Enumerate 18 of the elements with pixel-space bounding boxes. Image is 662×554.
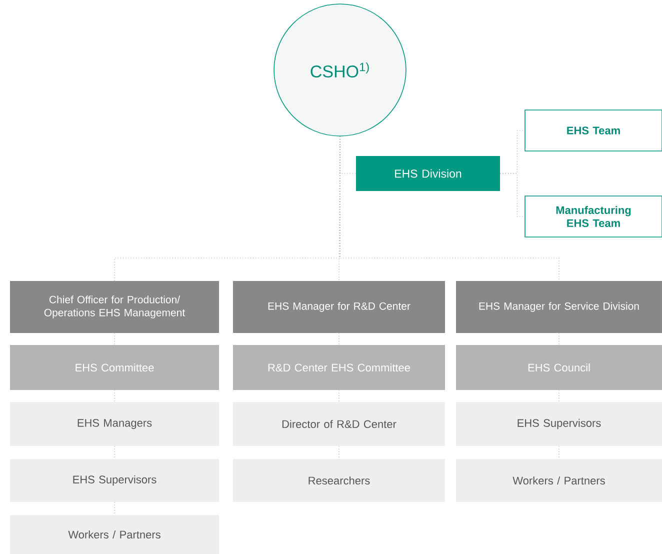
- manager-box: Chief Officer for Production/ Operations EHS Management: [10, 281, 219, 333]
- role-box: Workers / Partners: [10, 515, 219, 554]
- role-box: Director of R&D Center: [233, 402, 445, 446]
- division-box: EHS Division: [356, 156, 500, 191]
- connector-line: [340, 136, 560, 282]
- committee-box: EHS Committee: [10, 345, 219, 390]
- manager-box: EHS Manager for R&D Center: [233, 281, 445, 333]
- team-box: Manufacturing EHS Team: [524, 196, 662, 238]
- committee-box: R&D Center EHS Committee: [233, 345, 445, 390]
- role-box: Researchers: [233, 459, 445, 502]
- connector-line: [500, 173, 525, 217]
- role-box: EHS Supervisors: [456, 402, 662, 446]
- committee-box: EHS Council: [456, 345, 662, 390]
- role-box: EHS Supervisors: [10, 459, 219, 502]
- team-box: EHS Team: [524, 110, 662, 152]
- manager-box: EHS Manager for Service Division: [456, 281, 662, 333]
- role-box: EHS Managers: [10, 402, 219, 446]
- role-box: Workers / Partners: [456, 459, 662, 502]
